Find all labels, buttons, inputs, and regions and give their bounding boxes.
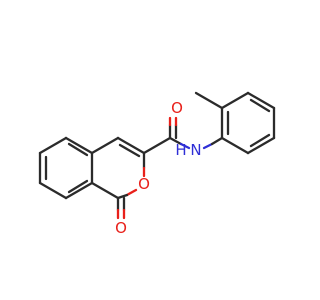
bond	[220, 91, 250, 110]
bond	[168, 136, 183, 146]
bond	[90, 181, 120, 200]
bond	[142, 136, 172, 155]
bond	[246, 91, 276, 110]
benzo-ring	[38, 136, 94, 200]
amide-hydrogen-label: H	[175, 141, 186, 159]
bond	[220, 136, 250, 155]
bond	[116, 193, 129, 200]
bond-inner	[249, 98, 271, 113]
bond-inner	[67, 142, 89, 157]
structure-diagram: O O O N H	[38, 91, 276, 237]
bond	[246, 136, 276, 155]
bond	[64, 136, 94, 155]
bond	[38, 181, 68, 200]
bond	[64, 181, 94, 200]
bond	[210, 136, 224, 146]
bond	[116, 136, 146, 155]
bond	[202, 142, 214, 150]
bond-inner	[67, 179, 89, 194]
ring-oxygen-label: O	[138, 175, 150, 193]
amide-group	[142, 116, 224, 155]
tolyl-ring	[194, 91, 276, 155]
bond	[125, 188, 138, 197]
methyl-bond	[194, 91, 224, 110]
amide-carbonyl-oxygen-label: O	[171, 99, 183, 117]
bond	[179, 142, 191, 150]
bond-inner	[118, 143, 141, 158]
bond	[38, 136, 68, 155]
amide-nitrogen-label: N	[190, 141, 201, 159]
pyranone-ring	[90, 136, 146, 220]
bond-inner	[249, 133, 271, 148]
lactone-carbonyl-oxygen-label: O	[115, 219, 127, 237]
bond	[90, 136, 120, 155]
